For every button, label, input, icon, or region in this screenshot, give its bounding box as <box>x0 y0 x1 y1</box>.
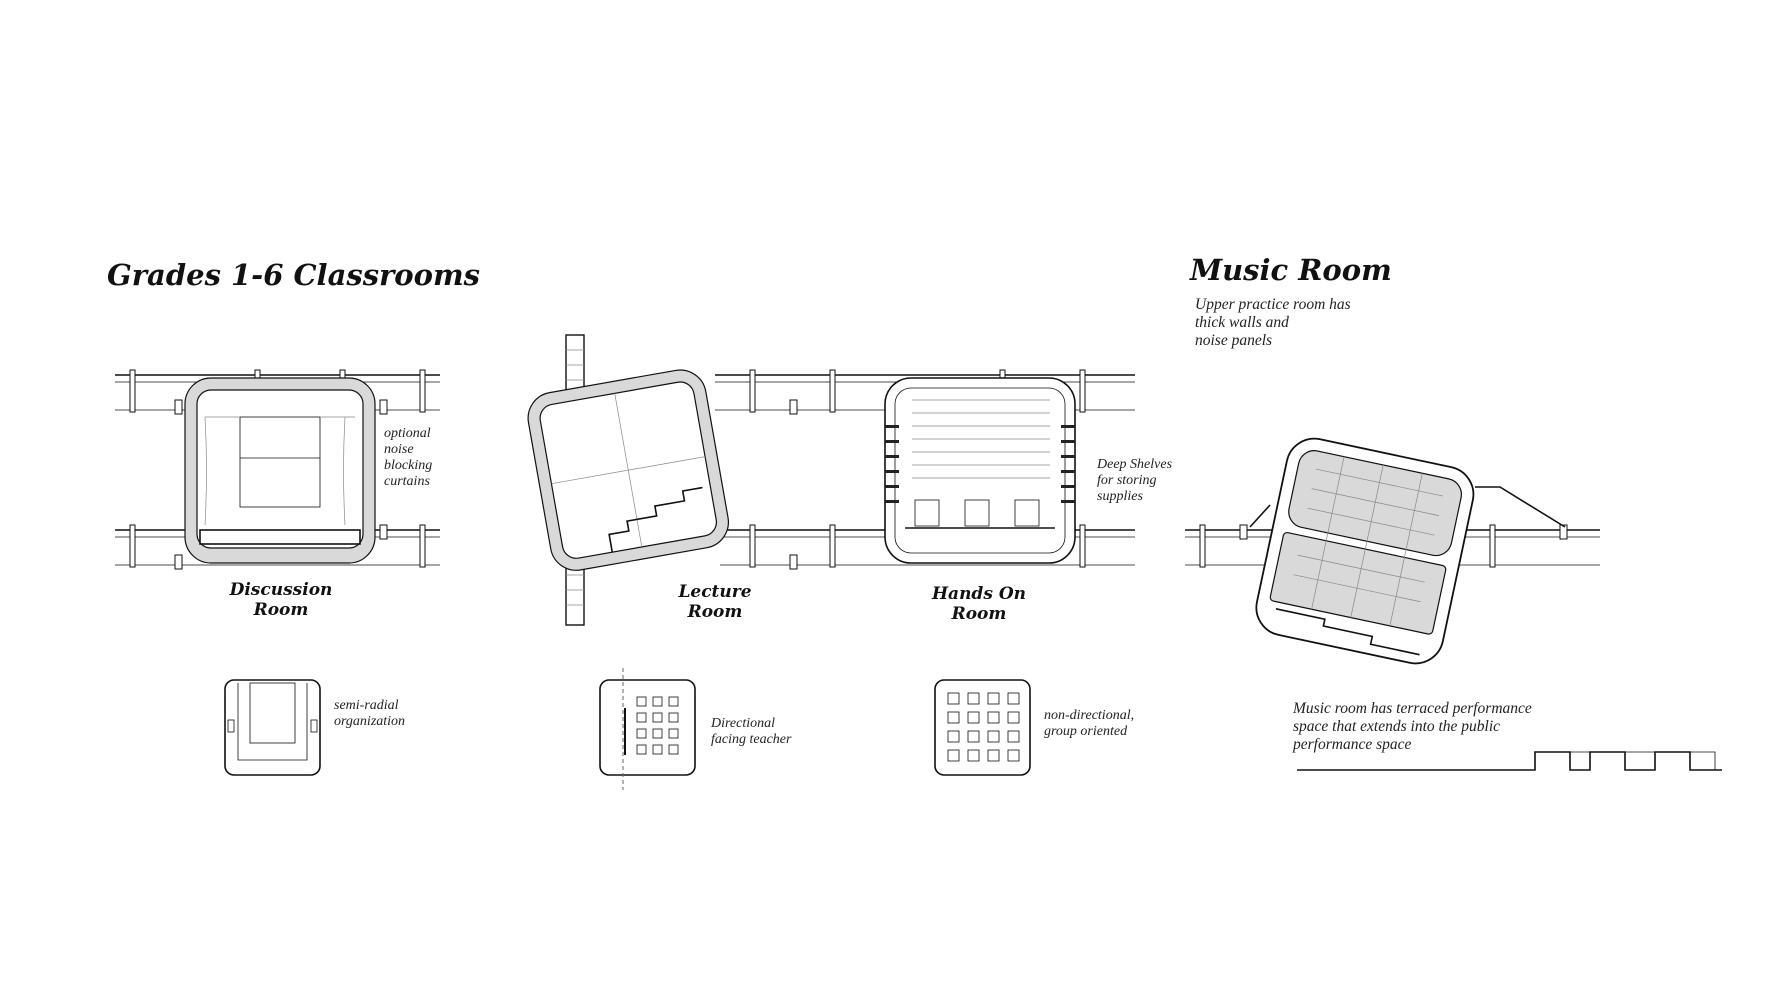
lecture-room-label: Lecture Room <box>678 582 752 622</box>
curtains-note: optional noise blocking curtains <box>384 426 433 489</box>
classrooms-title: Grades 1-6 Classrooms <box>107 258 480 292</box>
discussion-room-label: Discussion Room <box>229 580 333 620</box>
music-room-canopy-left <box>1249 504 1271 528</box>
hands-on-room-plan <box>884 377 1076 564</box>
discussion-room-plan <box>184 377 376 564</box>
upper-practice-note: Upper practice room has thick walls and … <box>1195 296 1351 349</box>
hands-on-room-label: Hands On Room <box>932 584 1026 624</box>
semi-radial-label: semi-radial organization <box>334 698 406 729</box>
terraced-note: Music room has terraced performance spac… <box>1293 700 1532 753</box>
lecture-room-plan <box>527 369 730 571</box>
music-room-canopy <box>1475 486 1566 528</box>
semi-radial-diagram <box>224 679 321 776</box>
directional-label: Directional facing teacher <box>711 716 792 747</box>
music-room-title: Music Room <box>1190 253 1392 287</box>
terraced-section-line <box>1297 751 1722 771</box>
shelves-note: Deep Shelves for storing supplies <box>1097 457 1173 504</box>
music-room-plan <box>1255 437 1475 665</box>
non-directional-label: non-directional, group oriented <box>1044 708 1135 739</box>
directional-diagram <box>599 668 696 790</box>
non-directional-diagram <box>934 679 1031 776</box>
